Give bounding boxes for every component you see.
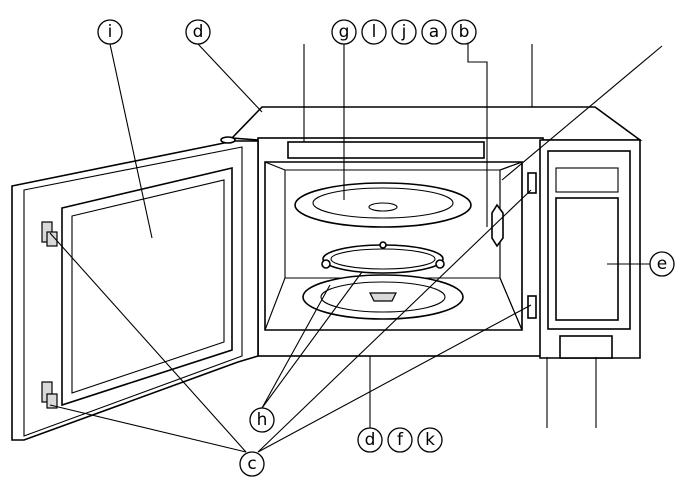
callout-l: l [361,19,387,45]
svg-text:b: b [459,22,470,42]
callout-d-bottom: d [357,427,383,453]
callout-a: a [421,19,447,45]
waveguide-cover [287,141,485,159]
svg-text:j: j [401,22,407,42]
svg-text:d: d [365,430,376,450]
svg-text:f: f [397,430,404,450]
svg-text:e: e [657,254,667,274]
svg-text:d: d [193,22,204,42]
turntable-base [302,274,464,320]
svg-text:c: c [247,454,256,474]
callout-h: h [249,407,275,433]
roller-ring [321,241,445,274]
svg-text:h: h [257,410,268,430]
interlock-hole-top [527,172,537,194]
control-panel [547,150,631,359]
callout-g: g [331,19,357,45]
callout-e: e [649,251,675,277]
svg-text:k: k [425,430,435,450]
svg-text:g: g [339,22,350,42]
svg-text:l: l [372,22,377,42]
callout-j: j [391,19,417,45]
wave-guide-cover [491,203,504,248]
microwave-door [11,136,259,441]
callout-i: i [97,19,123,45]
callout-f: f [387,427,413,453]
callout-c: c [239,451,265,477]
callout-d-top: d [185,19,211,45]
svg-text:i: i [108,22,113,42]
svg-text:a: a [429,22,439,42]
glass-tray [294,182,472,228]
callout-b: b [451,19,477,45]
interlock-hole-bottom [527,295,537,319]
leader-lines [49,43,663,453]
callout-k: k [417,427,443,453]
